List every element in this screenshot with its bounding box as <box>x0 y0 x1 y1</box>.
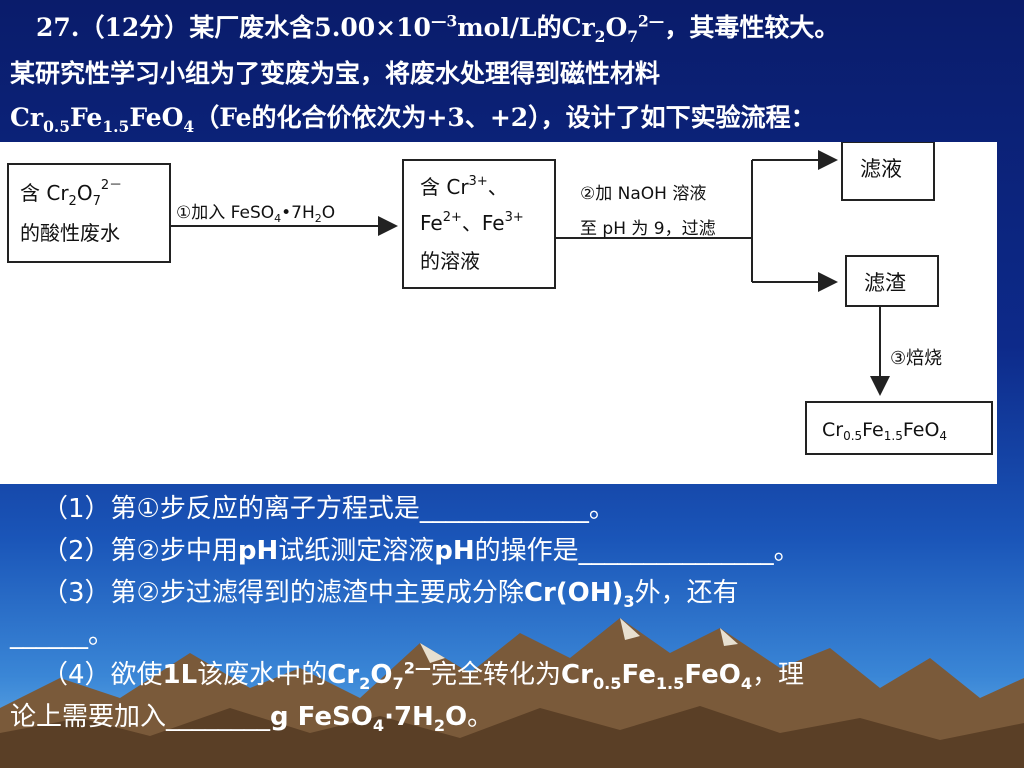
question-1: （1）第①步反应的离子方程式是_____________。 <box>42 494 615 524</box>
question-3-continued: ______。 <box>10 620 115 650</box>
step3-label: ③焙烧 <box>890 348 942 369</box>
box-product <box>805 401 993 455</box>
problem-line-1: 27.（12分）某厂废水含5.00×10—3mol/L的Cr2O72—，其毒性较… <box>36 11 840 46</box>
question-4-continued: 论上需要加入________g FeSO4·7H2O。 <box>10 702 494 736</box>
flowchart-diagram: 含 Cr2O72－ 的酸性废水 ①加入 FeSO4•7H2O 含 Cr3+、 F… <box>7 141 993 455</box>
box-residue-label: 滤渣 <box>864 271 906 295</box>
box-residue <box>845 255 939 307</box>
mountain-background <box>0 618 1024 768</box>
question-2: （2）第②步中用pH试纸测定溶液pH的操作是_______________。 <box>42 536 800 566</box>
problem-line-2: 某研究性学习小组为了变废为宝，将废水处理得到磁性材料 <box>10 59 661 88</box>
box-filtrate <box>841 141 935 201</box>
question-4: （4）欲使1L该废水中的Cr2O72—完全转化为Cr0.5Fe1.5FeO4，理 <box>42 658 805 694</box>
box-product-label: Cr0.5Fe1.5FeO4 <box>822 419 947 443</box>
step2-label-line1: ②加 NaOH 溶液 <box>580 184 706 204</box>
box-solution-line3: 的溶液 <box>420 249 480 273</box>
box-solution-line2: Fe2+、Fe3+ <box>420 210 524 235</box>
problem-line-3: Cr0.5Fe1.5FeO4（Fe的化合价依次为+3、+2），设计了如下实验流程… <box>10 103 816 136</box>
box-solution <box>402 159 556 289</box>
box-wastewater-line1: 含 Cr2O72－ <box>20 178 122 209</box>
flowchart-panel: 含 Cr2O72－ 的酸性废水 ①加入 FeSO4•7H2O 含 Cr3+、 F… <box>0 141 997 484</box>
box-wastewater-line2: 的酸性废水 <box>20 221 120 245</box>
arrow-step1-label: ①加入 FeSO4•7H2O <box>176 203 335 225</box>
box-solution-line1: 含 Cr3+、 <box>420 174 508 199</box>
box-filtrate-label: 滤液 <box>860 157 902 181</box>
box-wastewater <box>7 163 171 263</box>
step2-label-line2: 至 pH 为 9，过滤 <box>580 219 716 239</box>
question-3: （3）第②步过滤得到的滤渣中主要成分除Cr(OH)3外，还有 <box>42 578 739 612</box>
